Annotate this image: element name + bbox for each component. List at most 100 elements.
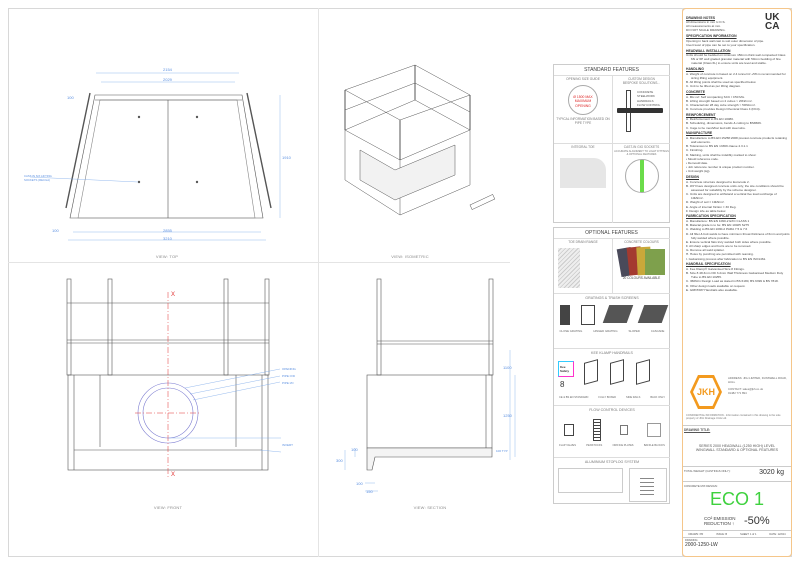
socket-illustration bbox=[624, 159, 659, 194]
note-item: E. GRP/FRP Handrails also available. bbox=[686, 287, 738, 292]
notes-list: A. Kee Klamp® Galvanised Size 8 Fittings… bbox=[686, 267, 790, 292]
notes-heading: CONCRETE bbox=[686, 89, 706, 94]
flow-item: FLAP VALVES bbox=[559, 444, 577, 448]
note-item: E. Ensure vertical flats truly welded bo… bbox=[686, 239, 772, 244]
note-item: D. Concrete provides Design Chemical Cla… bbox=[686, 107, 761, 112]
dim-100: 100 bbox=[67, 95, 74, 100]
section-dimension-lines bbox=[344, 350, 516, 492]
note-item: F. Design Life as table below. bbox=[686, 208, 727, 213]
sheet: SHEET: 1 of 1 bbox=[740, 532, 757, 536]
notes-heading: SPECIFICATION INFORMATION bbox=[686, 34, 737, 39]
toe-illustration bbox=[560, 157, 606, 188]
dim-section-150: 150 bbox=[366, 489, 373, 494]
notes-list: A. Weight of concrete is based on 2.4 to… bbox=[686, 72, 790, 89]
grating-item: CLOSE GRATING bbox=[559, 329, 583, 334]
standard-features-title: STANDARD FEATURES bbox=[584, 67, 639, 73]
custom-sub: BESPOKE SOLUTIONS... bbox=[622, 80, 661, 85]
emission-line1: CO² EMISSION bbox=[704, 516, 736, 521]
weight-row: TOTAL WEIGHT (CASTINGS ONLY): 3020 kg bbox=[682, 466, 792, 480]
note-item: Units should be bedded on minimum 150mm … bbox=[686, 53, 786, 66]
opening-circle: Ø 1500 MAX MAXIMUM OPENING bbox=[568, 84, 598, 115]
flow-title: FLOW CONTROL DEVICES bbox=[589, 408, 635, 412]
handrail-title: KEE KLAMP HANDRAILS bbox=[591, 351, 633, 355]
view-isometric-label: VIEW: ISOMETRIC bbox=[391, 254, 429, 259]
notes-heading: MANUFACTURE bbox=[686, 131, 713, 136]
stoplog-details bbox=[558, 468, 623, 493]
note-item: I. Galvanising process after fabrication… bbox=[686, 256, 767, 261]
note-item: • Mould reference code. bbox=[686, 156, 719, 161]
notes-heading: HEADWALL INSTALLATION bbox=[686, 48, 731, 53]
address-label: ADDRESS: bbox=[728, 376, 743, 380]
note-item: A. Reinforcement to BS EN 10080. bbox=[686, 117, 734, 122]
optional-features-panel: OPTIONAL FEATURES TOE DRAIN RANGE CONCRE… bbox=[553, 227, 670, 504]
view-top-label: VIEW: TOP bbox=[155, 254, 179, 259]
opening-label: OPENING bbox=[282, 367, 296, 371]
pipe-od-label: PIPE O/D bbox=[282, 374, 296, 378]
sockets-sub: ACCURATE ALIGNMENT TO LIGHT FITTINGS & O… bbox=[614, 149, 669, 156]
drawn-by: DRAWN: PR bbox=[688, 532, 704, 536]
custom-item: CONCRETE bbox=[637, 90, 654, 94]
note-item: B. Material grade is to be: BS EN 10025 … bbox=[686, 223, 749, 228]
view-front-label: VIEW: FRONT bbox=[153, 505, 183, 510]
custom-item: FLOW CONTROL bbox=[637, 103, 661, 108]
notes-heading: DRAWING NOTES bbox=[686, 15, 716, 20]
toe-drain: TOE DRAIN RANGE bbox=[554, 238, 612, 293]
note-item: C. Cage to be mesh/bar tied with steel w… bbox=[686, 125, 746, 130]
toe-drain-title: TOE DRAIN RANGE bbox=[568, 240, 598, 244]
handrails-section: KEE KLAMP HANDRAILS Kee Safety 8 CE & BS… bbox=[554, 348, 670, 405]
note-item: C. Finishing. bbox=[686, 148, 704, 153]
flow-item: ORIFICE PLATES bbox=[612, 444, 634, 448]
custom-title: CUSTOM DESIGN bbox=[628, 77, 655, 81]
invert-label: INVERT bbox=[282, 443, 293, 447]
notes-list: Units should be bedded on minimum 150mm … bbox=[686, 53, 790, 66]
notes-list: All dimensions in mm U.O.S.All measureme… bbox=[686, 20, 790, 33]
kee-safety-logo: Kee Safety bbox=[558, 361, 574, 377]
stoplog-section: ALUMINIUM STOPLOG SYSTEM bbox=[554, 457, 670, 504]
emission-value: -50% bbox=[744, 515, 770, 527]
note-item: • Job reference number & unique product … bbox=[686, 165, 755, 170]
note-item: B. Scheduling, dimensions, bends & cutti… bbox=[686, 121, 762, 126]
toe-title: INTEGRAL TOE bbox=[571, 145, 595, 149]
telephone: 01482 771 894 bbox=[728, 390, 747, 395]
ukca-mark: UK CA bbox=[765, 12, 780, 32]
note-item: DO NOT SCALE DRAWING. bbox=[686, 28, 726, 33]
note-item: C. Units are designed to withstand a ver… bbox=[686, 192, 777, 201]
custom-item: HANDRAILS bbox=[637, 98, 654, 103]
size-8-badge: 8 bbox=[560, 380, 565, 389]
custom-item: STEELWORK bbox=[637, 94, 655, 99]
dim-section-300: 300 bbox=[336, 458, 343, 463]
company-details: ADDRESS: JKH LIMITED, DUNSWELL ROAD, HUL… bbox=[728, 376, 788, 396]
stoplog-illustration bbox=[629, 468, 667, 502]
note-item: Opening in back wall cast to suit outer … bbox=[686, 38, 765, 43]
divider bbox=[8, 262, 510, 263]
emission-line2: REDUCTION bbox=[704, 521, 731, 527]
note-item: A. Weight of concrete is based on 2.4 to… bbox=[686, 71, 786, 80]
note-item: All measurements at mm. bbox=[686, 24, 722, 29]
weight-value: 3020 kg bbox=[759, 469, 784, 476]
address: JKH LIMITED, DUNSWELL ROAD, HULL bbox=[728, 376, 787, 384]
opening-title: OPENING SIZE GUIDE bbox=[566, 77, 600, 81]
contact-label: CONTACT: bbox=[728, 386, 742, 391]
dim-1250: 1250 bbox=[503, 413, 512, 418]
pencil-icon bbox=[617, 108, 663, 113]
cast-in-sockets: CAST-IN GIG SOCKETS ACCURATE ALIGNMENT T… bbox=[612, 143, 670, 223]
integral-toe: INTEGRAL TOE bbox=[554, 143, 612, 223]
flow-item: BAFFLE BLOCKS bbox=[643, 444, 665, 448]
eco-logo: ECO 1 bbox=[709, 489, 765, 509]
notes-heading: DESIGN bbox=[686, 174, 699, 179]
email[interactable]: sales@jkh.co.uk bbox=[742, 386, 763, 391]
flow-item: PENSTOCKS bbox=[586, 444, 603, 448]
issue: ISSUE: B bbox=[716, 532, 728, 536]
standard-features-panel: STANDARD FEATURES OPENING SIZE GUIDE Ø 1… bbox=[553, 64, 670, 223]
colour-swatches bbox=[613, 245, 670, 277]
view-section-label: VIEW: SECTION bbox=[413, 505, 447, 510]
colour-note: 20 COLOURS AVAILABLE bbox=[622, 275, 661, 280]
notes-list: A. Reinforcement to BS EN 10080.B. Sched… bbox=[686, 117, 790, 130]
dim-2855: 2855 bbox=[163, 228, 172, 233]
front-leader-lines bbox=[168, 368, 282, 453]
note-item: B. Lifting strength based on 2 cubes > 2… bbox=[686, 98, 753, 103]
view-isometric-drawing bbox=[344, 64, 496, 216]
section-mark-bottom: X bbox=[171, 472, 176, 478]
note-item: C. Characteristic 28 day cube strength >… bbox=[686, 102, 756, 107]
front-centerline bbox=[135, 292, 201, 478]
